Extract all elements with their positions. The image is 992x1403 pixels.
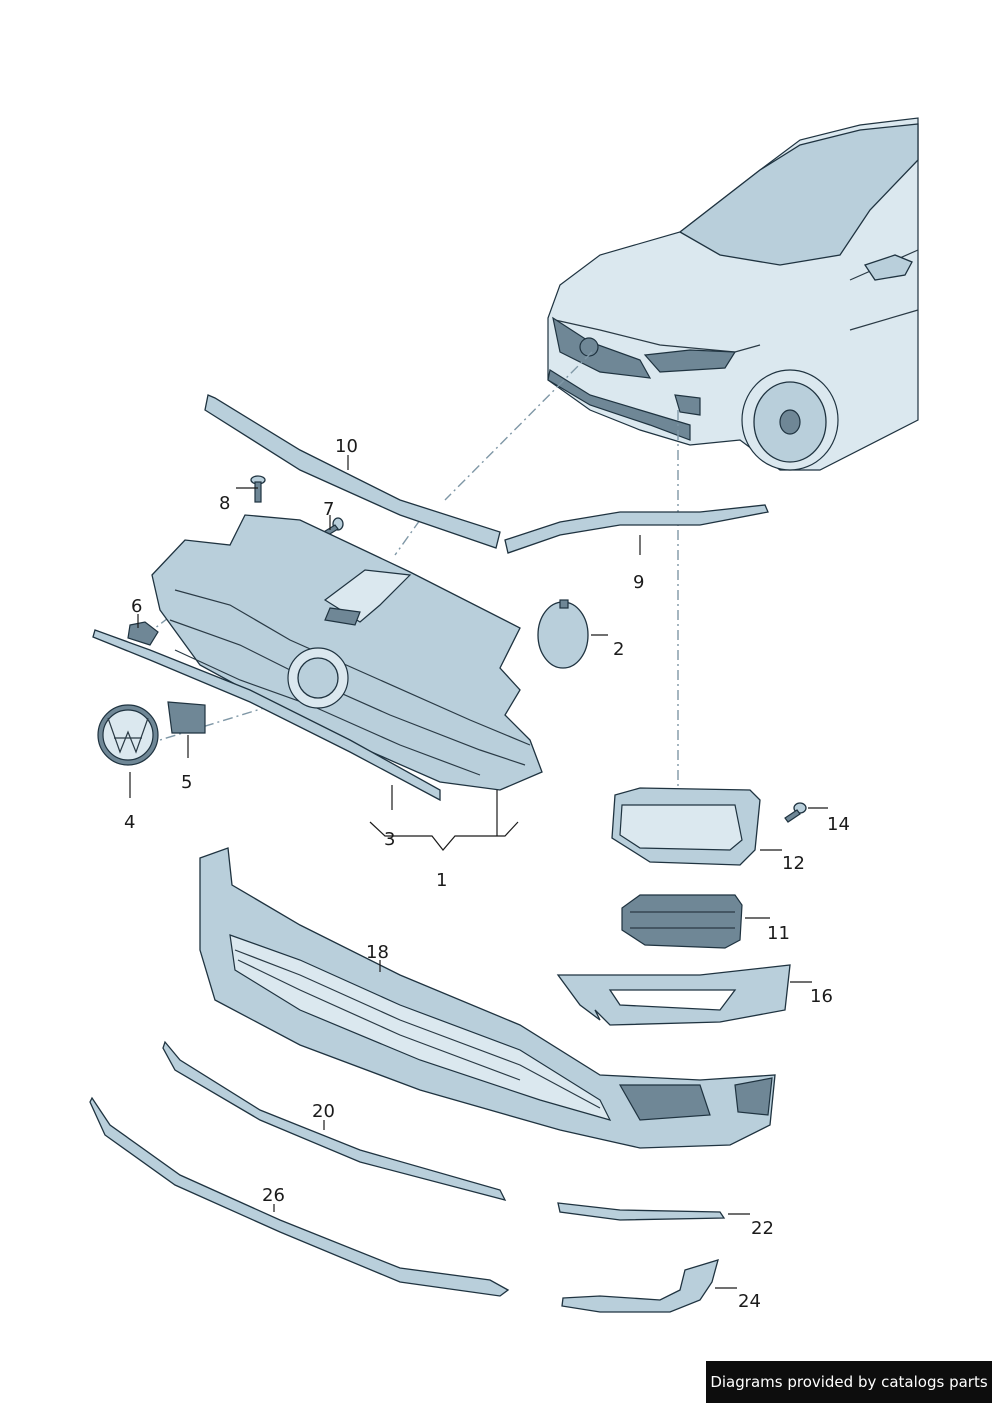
- label-24: 24: [738, 1291, 761, 1312]
- label-10: 10: [335, 436, 358, 457]
- part-3-grille-trim-strip: [92, 629, 441, 802]
- part-number-labels: 10 8 7 6 9 2 5 4 3 1 14 12 11 16 18 20 2…: [124, 436, 850, 1312]
- part-8-screw: [250, 475, 266, 503]
- part-11-fog-light-grille: [621, 894, 743, 949]
- label-4: 4: [124, 812, 135, 833]
- part-4-emblem: [97, 704, 159, 766]
- part-14-screw: [784, 802, 807, 823]
- part-1-radiator-grille: [151, 514, 543, 791]
- label-7: 7: [323, 499, 334, 520]
- car-illustration: [547, 117, 919, 471]
- part-12-fog-light-bracket: [611, 787, 761, 866]
- part-26-bottom-trim-strip: [89, 1096, 510, 1297]
- part-9-side-trim-strip: [504, 504, 769, 554]
- leader-lines: [129, 455, 828, 1289]
- part-24-corner-trim: [561, 1259, 719, 1313]
- label-9: 9: [633, 572, 644, 593]
- label-18: 18: [366, 942, 389, 963]
- label-8: 8: [219, 493, 230, 514]
- label-26: 26: [262, 1185, 285, 1206]
- label-2: 2: [613, 639, 624, 660]
- label-20: 20: [312, 1101, 335, 1122]
- label-12: 12: [782, 853, 805, 874]
- part-22-small-trim-strip: [557, 1202, 726, 1221]
- label-5: 5: [181, 772, 192, 793]
- part-6-clip: [127, 621, 159, 646]
- part-20-lower-trim-strip: [162, 1040, 507, 1201]
- label-3: 3: [384, 829, 395, 850]
- part-18-bumper-cover: [199, 847, 776, 1149]
- part-5-bracket: [167, 701, 206, 734]
- label-16: 16: [810, 986, 833, 1007]
- footer-credit: Diagrams provided by catalogs parts: [706, 1361, 992, 1403]
- label-14: 14: [827, 814, 850, 835]
- part-2-cover-cap: [537, 599, 589, 669]
- label-11: 11: [767, 923, 790, 944]
- label-22: 22: [751, 1218, 774, 1239]
- part-10-upper-trim-strip: [204, 394, 501, 549]
- part-16-fog-light-trim: [556, 964, 791, 1026]
- label-1: 1: [436, 870, 447, 891]
- label-6: 6: [131, 596, 142, 617]
